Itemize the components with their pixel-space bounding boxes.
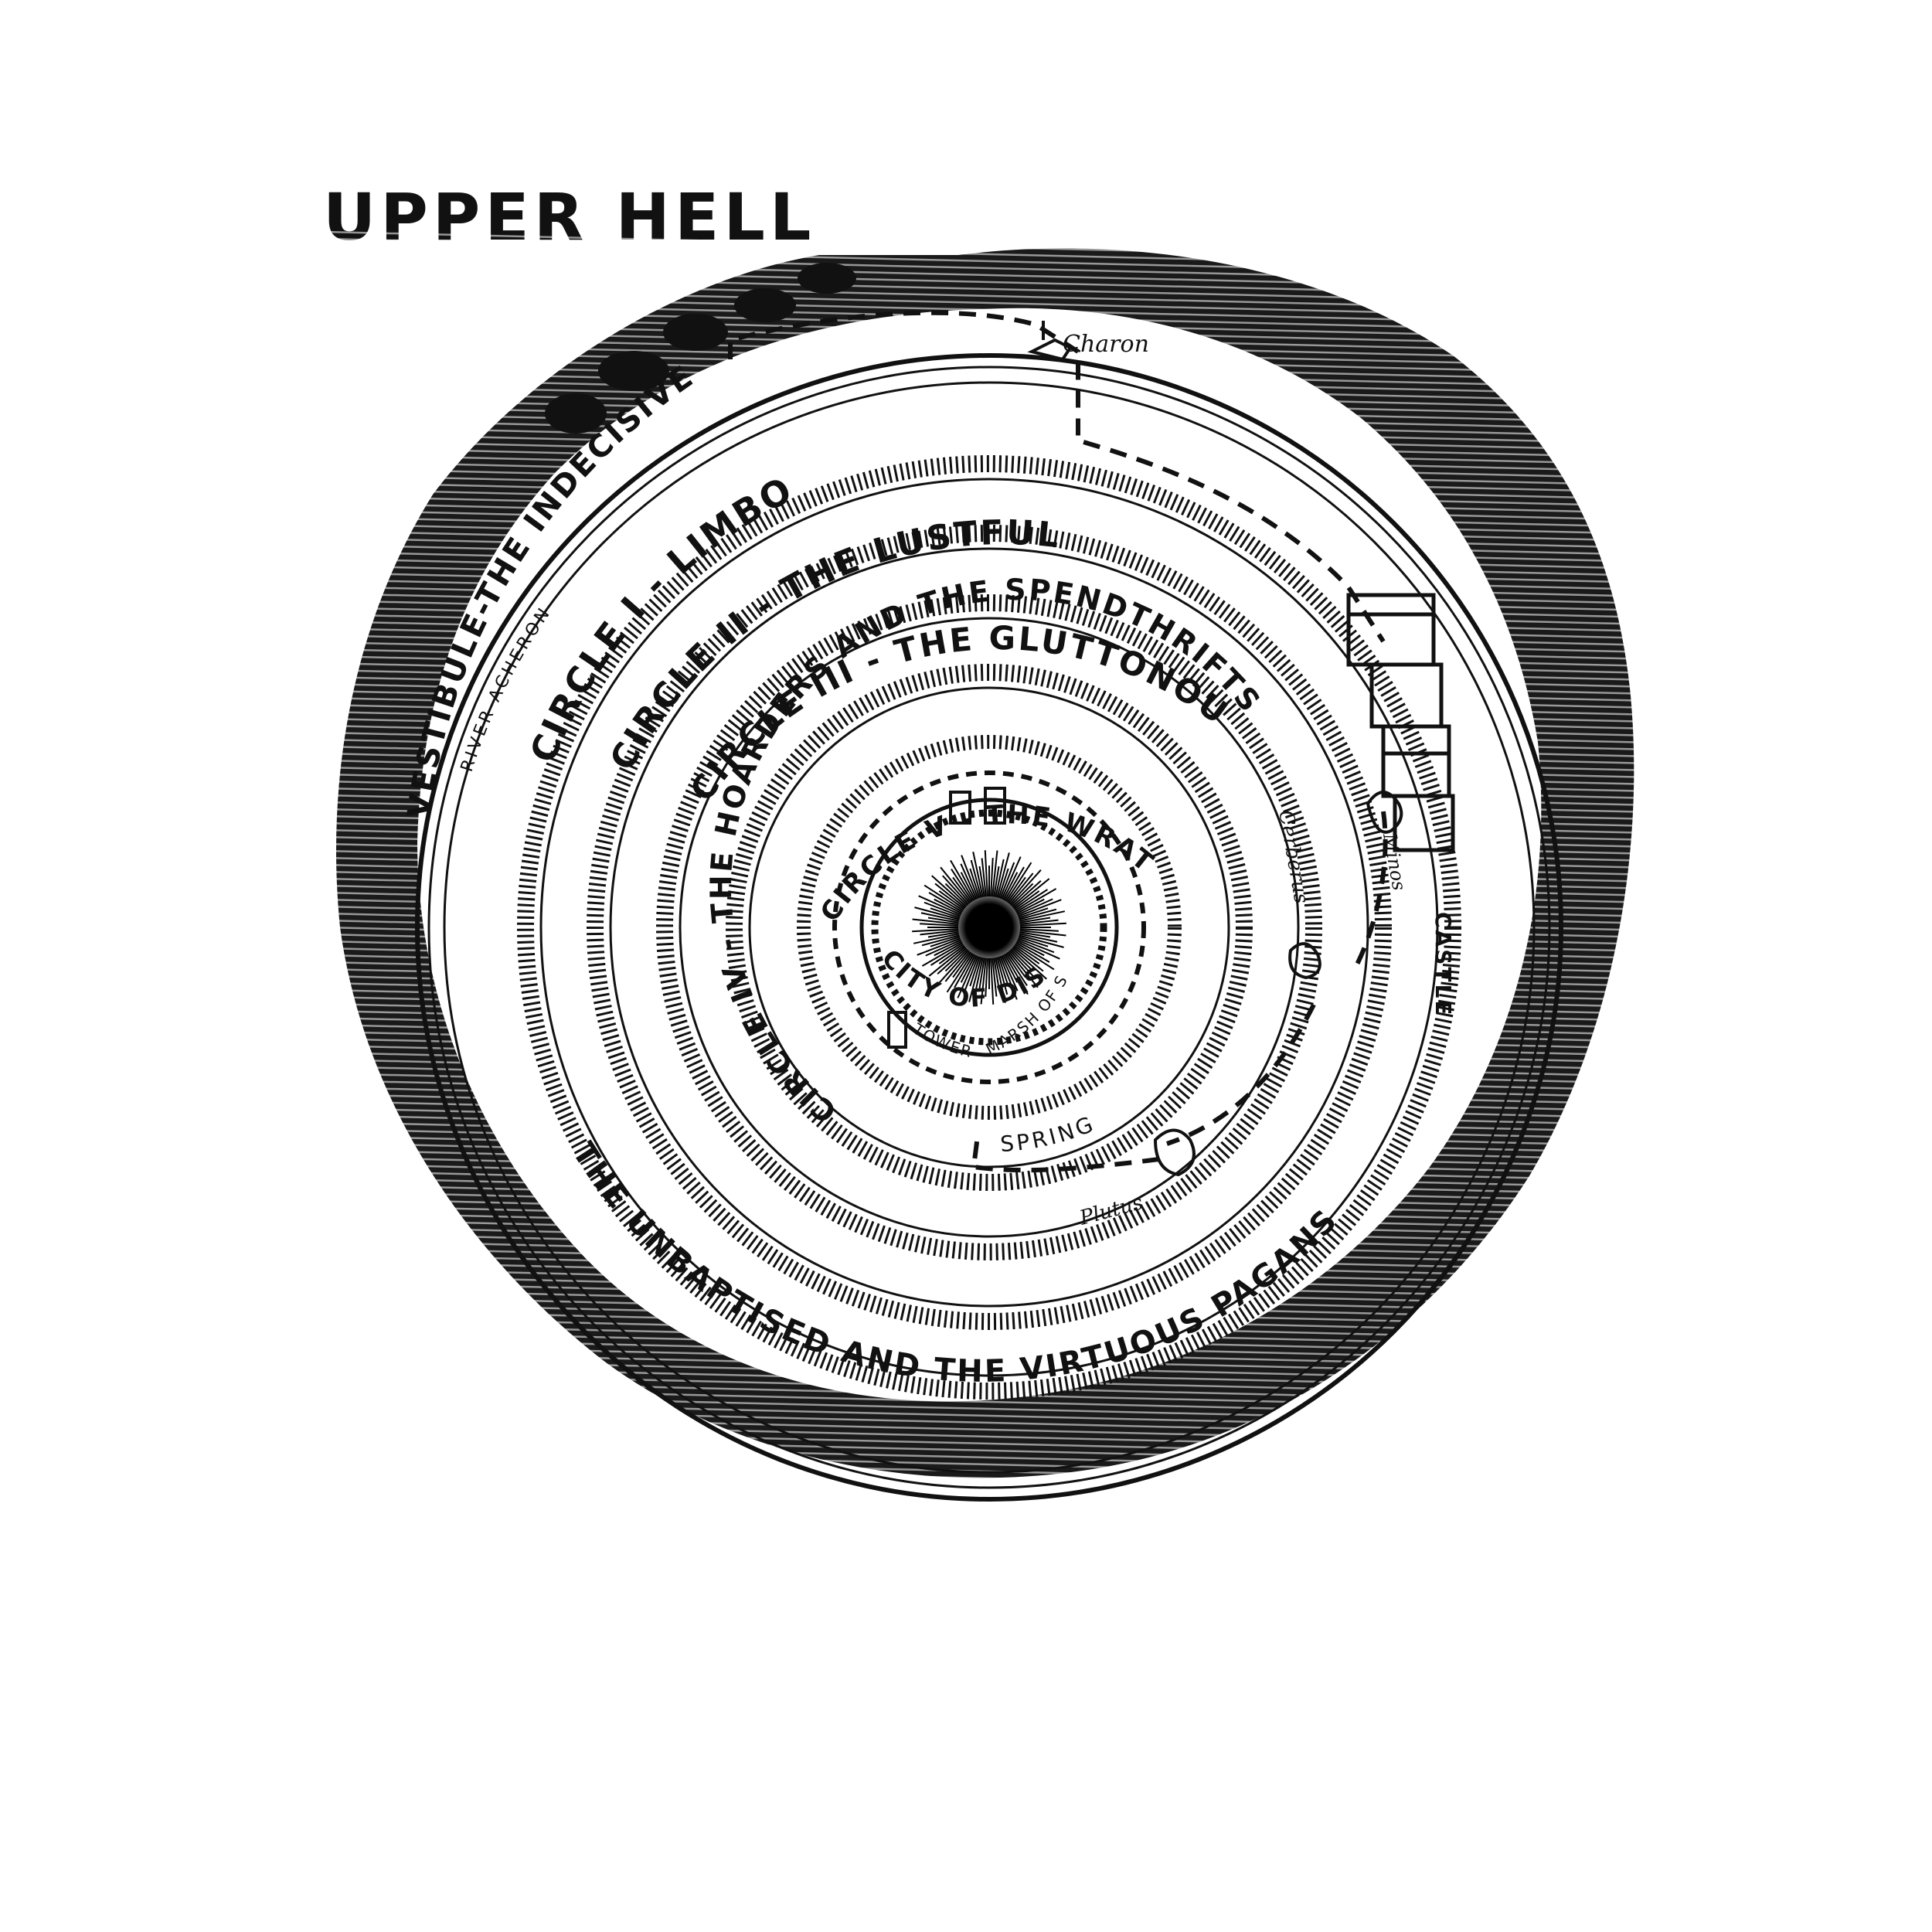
castle-icon [1346,593,1455,852]
circle-rings [415,353,1563,1502]
minos-icon [1366,791,1403,834]
charon-label: Charon [1063,331,1149,358]
tower-icon [887,1011,907,1049]
hell-chamber [417,308,1542,1402]
dis-walls [832,770,1146,1084]
dark-wood-icon [545,263,856,434]
castle-label: CASTLE [1430,912,1456,1017]
charon-boat-icon [1027,321,1073,362]
abyss-icon [912,850,1066,1005]
dante-route [728,310,1388,1173]
plutus-icon [1153,1128,1196,1177]
dis-gate-icon [949,787,1006,825]
cerberus-icon [1288,942,1321,980]
page-title: UPPER HELL [323,179,816,255]
